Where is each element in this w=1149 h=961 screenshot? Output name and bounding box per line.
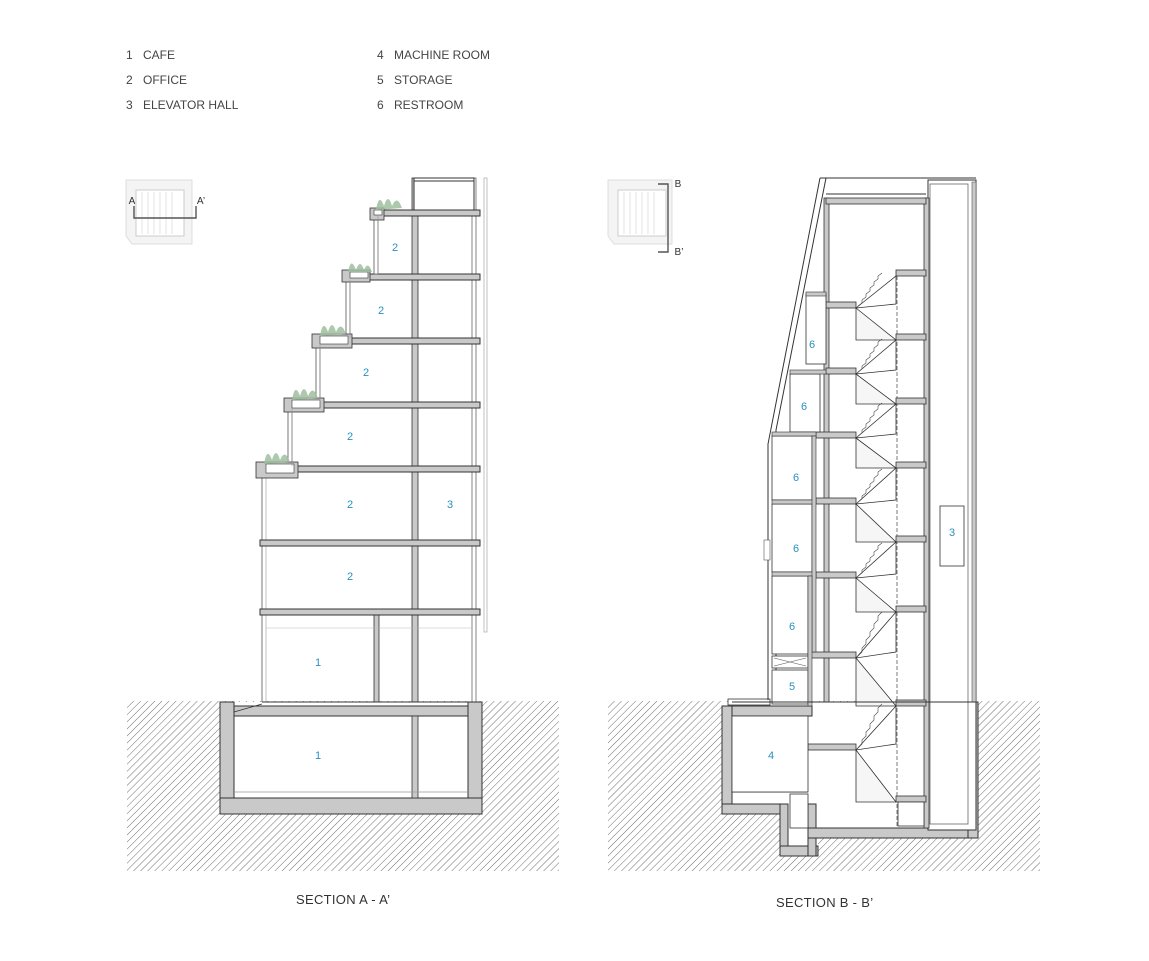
section-b-title: SECTION B - B’ (776, 895, 874, 910)
legend-number: 2 (126, 73, 133, 87)
legend-number: 5 (377, 73, 384, 87)
room-label-cafe: 1 (315, 750, 321, 762)
legend-label: MACHINE ROOM (394, 48, 490, 62)
key-marker-b-prime: B’ (675, 247, 684, 258)
legend-number: 1 (126, 48, 133, 62)
legend-label: CAFE (143, 48, 176, 62)
room-label-office: 2 (378, 305, 384, 317)
legend-item: 4 MACHINE ROOM (377, 46, 490, 71)
legend-label: OFFICE (143, 73, 187, 87)
section-a-key-plan: A A’ (125, 179, 205, 245)
room-label-office: 2 (347, 431, 353, 443)
room-label-office: 2 (347, 499, 353, 511)
legend-item: 3 ELEVATOR HALL (126, 96, 238, 121)
legend-number: 4 (377, 48, 384, 62)
legend-item: 2 OFFICE (126, 71, 238, 96)
room-label-restroom: 6 (793, 472, 799, 484)
key-marker-a: A (129, 196, 136, 207)
legend-label: ELEVATOR HALL (143, 98, 239, 112)
room-label-storage: 5 (789, 681, 795, 693)
room-label-restroom: 6 (809, 339, 815, 351)
section-a-drawing: A A’ 2 2 2 2 2 3 2 1 1 (125, 177, 559, 871)
legend-label: RESTROOM (394, 98, 464, 112)
room-label-office: 2 (392, 242, 398, 254)
room-label-office: 2 (347, 571, 353, 583)
room-label-restroom: 6 (789, 621, 795, 633)
room-label-machine-room: 4 (768, 750, 774, 762)
room-label-elevator-hall: 3 (949, 527, 955, 539)
plant-icons (264, 199, 402, 464)
room-label-elevator-hall: 3 (447, 499, 453, 511)
room-label-office: 2 (363, 367, 369, 379)
section-a-title: SECTION A - A’ (296, 892, 391, 907)
room-label-cafe: 1 (315, 657, 321, 669)
legend-number: 3 (126, 98, 133, 112)
legend-column-1: 1 CAFE 2 OFFICE 3 ELEVATOR HALL (126, 46, 238, 121)
legend-label: STORAGE (394, 73, 453, 87)
key-marker-a-prime: A’ (197, 196, 205, 207)
legend-number: 6 (377, 98, 384, 112)
section-b-drawing: B B’ 6 6 6 6 6 5 4 3 (607, 177, 1040, 871)
legend-item: 1 CAFE (126, 46, 238, 71)
room-label-restroom: 6 (793, 543, 799, 555)
legend-item: 6 RESTROOM (377, 96, 490, 121)
legend-item: 5 STORAGE (377, 71, 490, 96)
room-label-restroom: 6 (801, 401, 807, 413)
key-marker-b: B (675, 179, 682, 190)
section-b-key-plan: B B’ (607, 179, 684, 258)
legend-column-2: 4 MACHINE ROOM 5 STORAGE 6 RESTROOM (377, 46, 490, 121)
basement (220, 702, 482, 814)
